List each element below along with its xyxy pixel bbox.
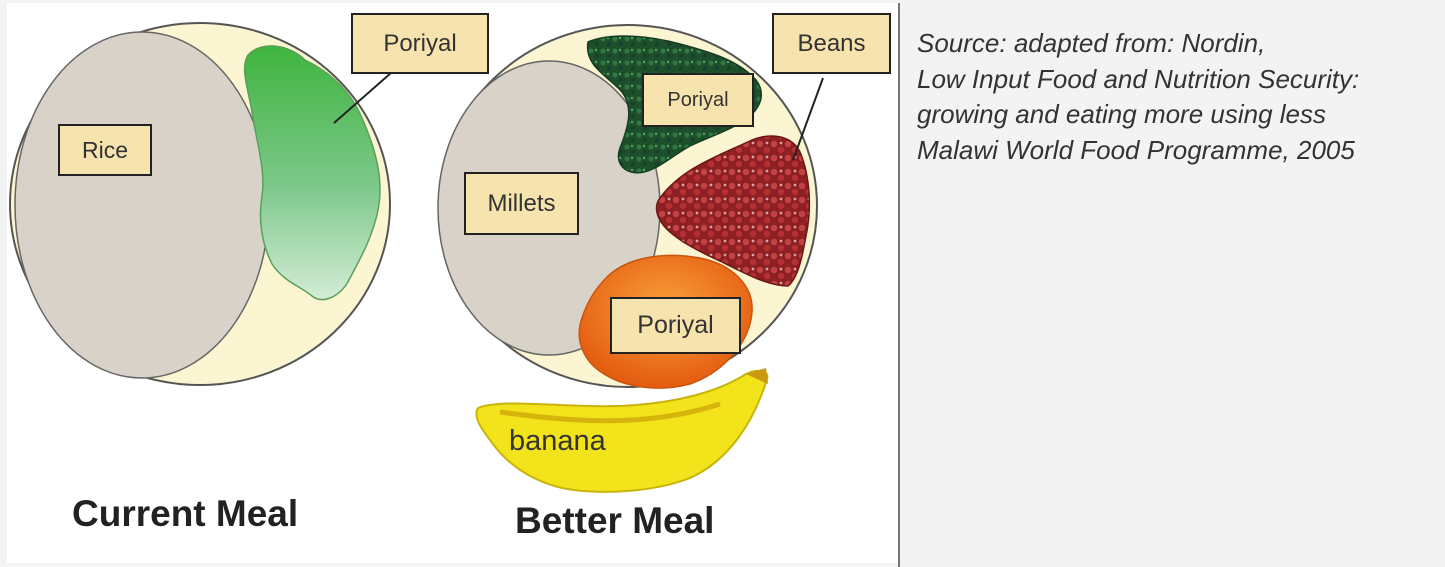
better-poriyal-top-label: Poriyal [642, 73, 754, 127]
beans-label: Beans [772, 13, 891, 74]
rice-portion [15, 32, 269, 378]
better-meal-title: Better Meal [515, 500, 714, 542]
banana-label: banana [509, 425, 606, 458]
current-meal-title: Current Meal [72, 493, 298, 535]
source-citation: Source: adapted from: Nordin, Low Input … [917, 26, 1437, 168]
source-line-2: Low Input Food and Nutrition Security: [917, 62, 1437, 98]
rice-label: Rice [58, 124, 152, 176]
source-line-1: Source: adapted from: Nordin, [917, 26, 1437, 62]
current-poriyal-label: Poriyal [351, 13, 489, 74]
current-meal-plate [10, 23, 390, 385]
source-line-3: growing and eating more using less [917, 97, 1437, 133]
better-poriyal-bottom-label: Poriyal [610, 297, 741, 354]
millets-label: Millets [464, 172, 579, 235]
source-line-4: Malawi World Food Programme, 2005 [917, 133, 1437, 169]
